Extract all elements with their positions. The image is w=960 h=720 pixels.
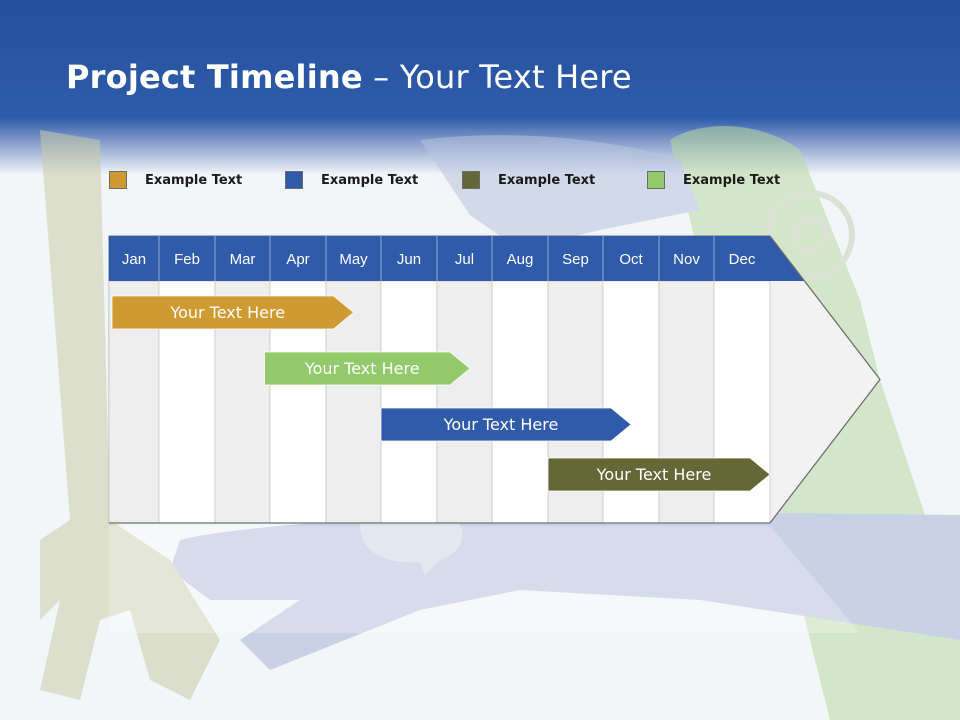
legend-swatch-4: [647, 171, 665, 189]
month-label-jun: Jun: [397, 251, 421, 268]
background-hand-top: [420, 135, 700, 250]
page-title-main: Project Timeline: [66, 58, 363, 96]
month-label-dec: Dec: [729, 251, 756, 268]
legend-swatch-1: [109, 171, 127, 189]
task-bar-label-2: Your Text Here: [304, 359, 420, 378]
month-column-aug: [491, 280, 549, 524]
legend-label-2: Example Text: [321, 172, 419, 188]
month-label-aug: Aug: [507, 251, 534, 268]
legend-item-2: Example Text: [285, 170, 418, 190]
month-label-mar: Mar: [230, 251, 256, 268]
month-label-jul: Jul: [455, 251, 474, 268]
background-hand-olive: [40, 130, 220, 700]
task-bar-label-1: Your Text Here: [169, 303, 285, 322]
task-bar-1: [111, 295, 355, 330]
month-header-band: [109, 236, 805, 281]
month-label-jan: Jan: [122, 251, 146, 268]
month-label-nov: Nov: [673, 251, 700, 268]
timeline-arrow-tip: [769, 235, 881, 524]
legend-swatch-2: [285, 171, 303, 189]
timeline-reflection: [109, 526, 860, 633]
task-bar-3: [380, 407, 632, 442]
legend-swatch-3: [462, 171, 480, 189]
page-title: Project Timeline – Your Text Here: [66, 58, 632, 96]
month-label-feb: Feb: [174, 251, 200, 268]
month-label-apr: Apr: [286, 251, 309, 268]
background-hand-slate: [170, 511, 960, 670]
at-symbol-icon: [765, 190, 855, 280]
month-label-sep: Sep: [562, 251, 589, 268]
task-bar-4: [547, 457, 771, 492]
task-bar-label-4: Your Text Here: [596, 465, 712, 484]
month-column-jul: [436, 280, 493, 524]
month-label-oct: Oct: [619, 251, 643, 268]
legend-label-4: Example Text: [683, 172, 781, 188]
task-bar-label-3: Your Text Here: [443, 415, 559, 434]
legend-item-3: Example Text: [462, 170, 595, 190]
legend-label-3: Example Text: [498, 172, 596, 188]
legend-item-1: Example Text: [109, 170, 242, 190]
page-title-subtitle: – Your Text Here: [362, 58, 632, 96]
legend-label-1: Example Text: [145, 172, 243, 188]
month-column-jun: [380, 280, 438, 524]
month-label-may: May: [339, 251, 368, 268]
legend-item-4: Example Text: [647, 170, 780, 190]
task-bar-2: [264, 351, 471, 386]
